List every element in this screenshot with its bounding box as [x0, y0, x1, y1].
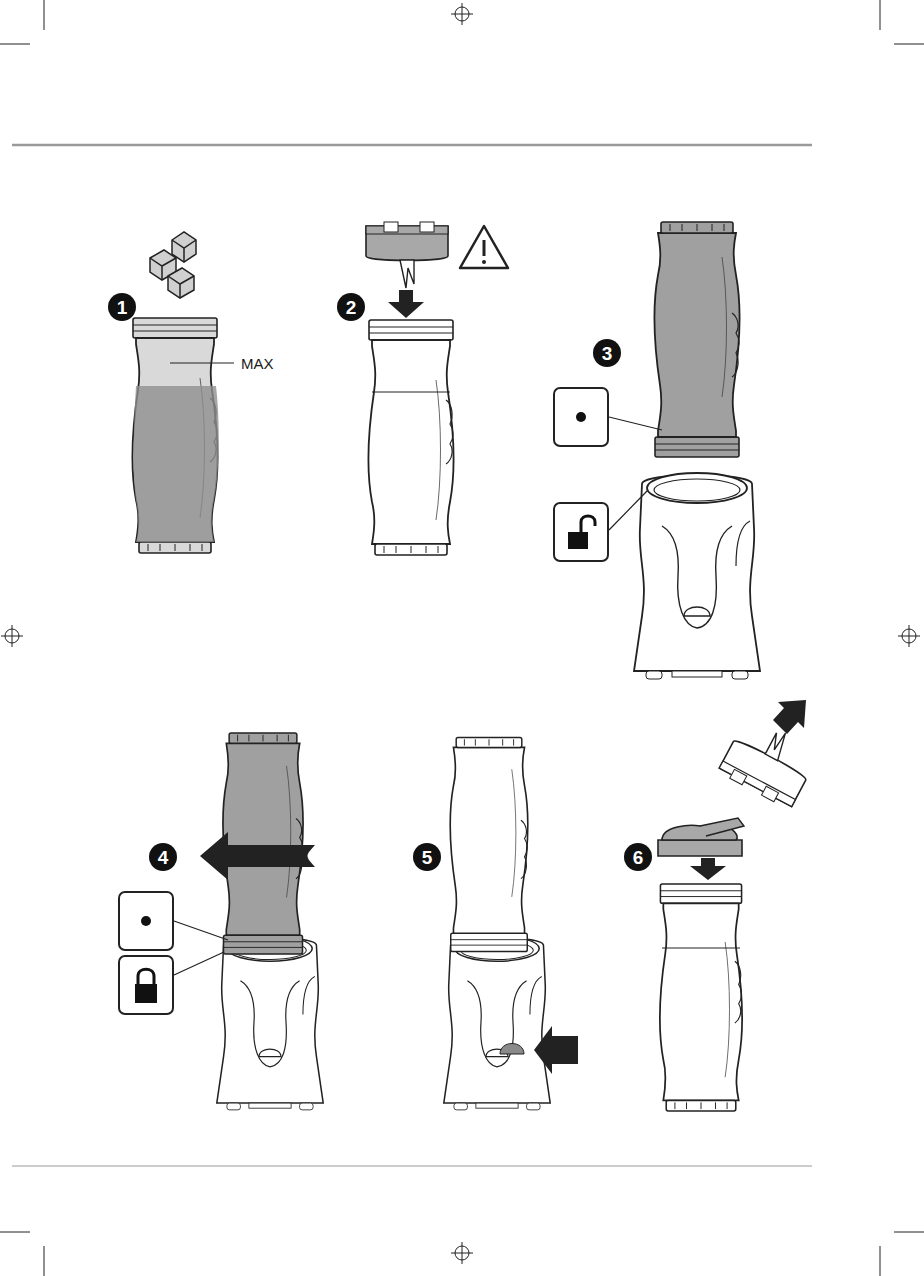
- step6-lid: [624, 700, 821, 1111]
- callout-number: 6: [633, 848, 644, 867]
- part-label: MAX: [240, 356, 275, 371]
- step5-run: [413, 737, 578, 1109]
- callout-number: 5: [422, 848, 433, 867]
- callout-number: 3: [602, 344, 613, 363]
- callout-number: 1: [117, 298, 128, 317]
- step4-lock: [119, 733, 323, 1110]
- callout-number: 4: [158, 848, 169, 867]
- bottom-rule: [12, 1165, 812, 1166]
- step1-bottle: [108, 232, 234, 553]
- step3-assembly: [554, 222, 760, 679]
- callout-number: 2: [346, 298, 357, 317]
- step2-blade: [337, 222, 508, 555]
- top-rule: [12, 144, 812, 147]
